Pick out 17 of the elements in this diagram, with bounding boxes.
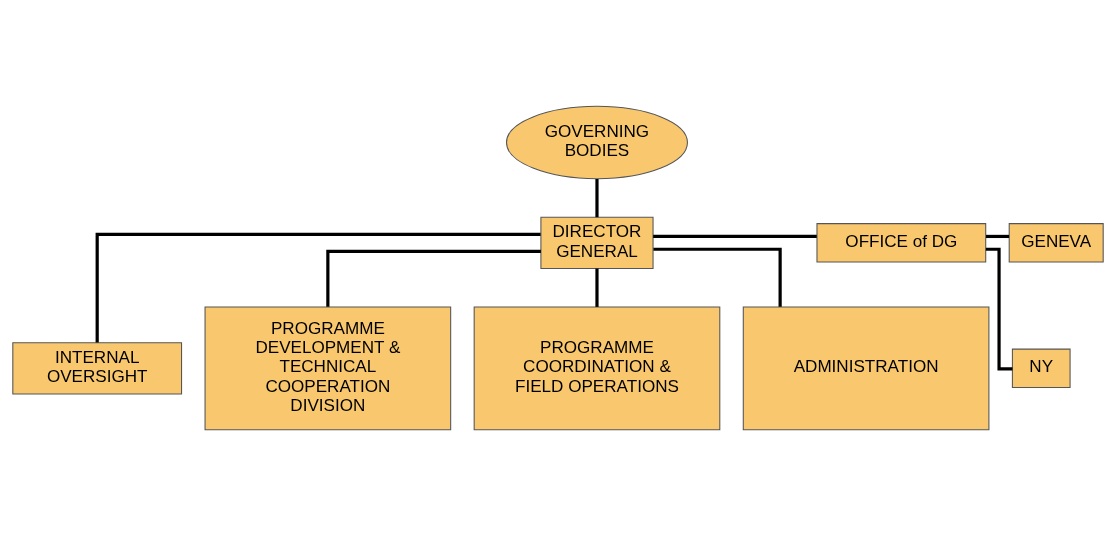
node-ellipse: GOVERNING BODIES bbox=[505, 105, 688, 179]
connector bbox=[595, 178, 599, 217]
connector bbox=[95, 232, 541, 342]
node-box: PROGRAMME COORDINATION & FIELD OPERATIONS bbox=[473, 305, 721, 430]
connector bbox=[595, 268, 599, 307]
connector bbox=[653, 234, 817, 238]
node-box: OFFICE of DG bbox=[816, 222, 987, 263]
node-box: INTERNAL OVERSIGHT bbox=[12, 341, 183, 394]
node-box: PROGRAMME DEVELOPMENT & TECHNICAL COOPERATION DIVISION bbox=[204, 305, 452, 430]
connector bbox=[653, 247, 782, 307]
node-box: ADMINISTRATION bbox=[742, 305, 990, 430]
connector bbox=[985, 247, 1013, 370]
node-box: GENEVA bbox=[1008, 222, 1104, 263]
connector bbox=[326, 249, 541, 307]
node-box: NY bbox=[1011, 348, 1071, 388]
connector bbox=[986, 234, 1010, 238]
node-box: DIRECTOR GENERAL bbox=[540, 216, 654, 269]
